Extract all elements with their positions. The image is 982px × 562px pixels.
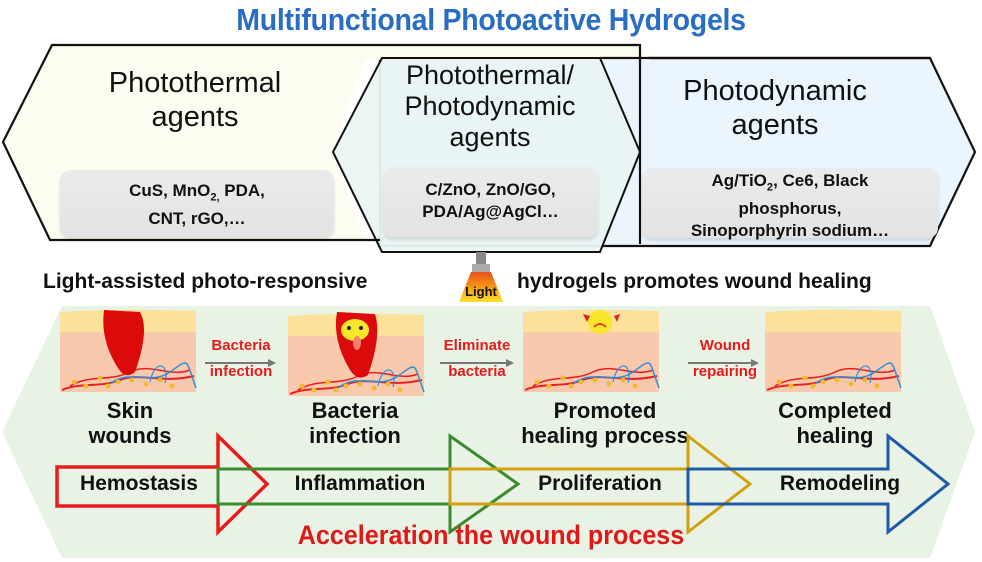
diagram-title: Multifunctional Photoactive Hydrogels — [236, 2, 746, 37]
promotes-healing-text: hydrogels promotes wound healing — [517, 270, 872, 293]
transition-line2: repairing — [692, 363, 758, 380]
transition-line2: bacteria — [448, 363, 506, 380]
photothermal-examples-line2: CNT, rGO,… — [148, 209, 246, 229]
stage-line2: healing process — [521, 423, 689, 448]
stage-line2: infection — [309, 423, 401, 448]
stage-line1: Skin — [106, 398, 154, 423]
transition-line1: Bacteria — [211, 337, 271, 354]
stage-line2: wounds — [88, 423, 172, 448]
proliferation-arrow — [448, 432, 753, 536]
wound-icon — [103, 310, 144, 376]
combined-agents-label: Photothermal/ Photodynamic agents — [370, 60, 610, 153]
stage-line1: Bacteria — [311, 398, 399, 423]
transition-bacteria-infection: Bacteria infection — [196, 333, 286, 385]
combined-examples-box: C/ZnO, ZnO/GO, PDA/Ag@AgCl… — [383, 167, 598, 237]
lamp-stem — [476, 252, 486, 266]
stage-line2: healing — [796, 423, 874, 448]
phase-inflammation: Inflammation — [294, 472, 426, 495]
photodynamic-examples-line1: Ag/TiO2, Ce6, Black — [711, 171, 869, 194]
transition-line1: Eliminate — [443, 337, 511, 354]
photothermal-subtitle: agents — [151, 101, 239, 133]
combined-title-line1: Photothermal/ — [405, 60, 575, 90]
phase-remodeling: Remodeling — [779, 472, 901, 495]
stage-bacteria-infection: Bacteria infection — [290, 398, 420, 448]
transition-line1: Wound — [699, 337, 751, 354]
combined-title-line2: Photodynamic — [404, 91, 576, 121]
dying-bacteria-icon — [588, 310, 612, 334]
photodynamic-subtitle: agents — [731, 109, 819, 141]
remodeling-arrow — [686, 432, 951, 536]
stage-line1: Promoted — [553, 398, 657, 423]
lamp-label: Light — [465, 284, 497, 299]
photodynamic-examples-line2: phosphorus, — [738, 199, 842, 219]
photothermal-agents-label: Photothermal agents — [60, 66, 330, 134]
photothermal-title: Photothermal — [108, 67, 282, 99]
transition-arrows — [205, 359, 759, 367]
transition-line2: infection — [209, 363, 273, 380]
bacteria-face-icon — [341, 319, 369, 341]
photothermal-examples-box: CuS, MnO2, PDA, CNT, rGO,… — [60, 170, 334, 236]
stage-completed-healing: Completed healing — [760, 398, 910, 448]
combined-examples-line1: C/ZnO, ZnO/GO, — [425, 180, 556, 199]
acceleration-caption: Acceleration the wound process — [297, 520, 685, 550]
hemostasis-arrow — [55, 431, 270, 537]
phase-proliferation: Proliferation — [538, 472, 662, 495]
transition-eliminate-bacteria: Eliminate bacteria — [432, 333, 522, 385]
transition-wound-repairing: Wound repairing — [680, 333, 770, 385]
photothermal-hexagon-outline — [1, 43, 642, 244]
lamp-cone-icon — [459, 272, 503, 302]
inflammation-arrow — [216, 433, 521, 535]
phase-hemostasis: Hemostasis — [80, 472, 198, 495]
photodynamic-agents-label: Photodynamic agents — [650, 74, 900, 142]
combined-title-line3: agents — [449, 122, 531, 152]
stage-promoted-healing: Promoted healing process — [515, 398, 695, 448]
photodynamic-examples-box: Ag/TiO2, Ce6, Black phosphorus, Sinoporp… — [642, 168, 938, 240]
stage-line1: Completed — [778, 398, 892, 423]
wound-healing-panel — [2, 306, 975, 558]
photodynamic-examples-line3: Sinoporphyrin sodium… — [690, 221, 890, 241]
lamp-holder — [472, 264, 490, 272]
light-assisted-text: Light-assisted photo-responsive — [43, 270, 368, 293]
combined-examples-line2: PDA/Ag@AgCl… — [422, 202, 559, 221]
photodynamic-title: Photodynamic — [683, 75, 867, 107]
photothermal-examples-line1: CuS, MnO2, PDA, — [129, 181, 265, 204]
stage-skin-wounds: Skin wounds — [70, 398, 190, 448]
